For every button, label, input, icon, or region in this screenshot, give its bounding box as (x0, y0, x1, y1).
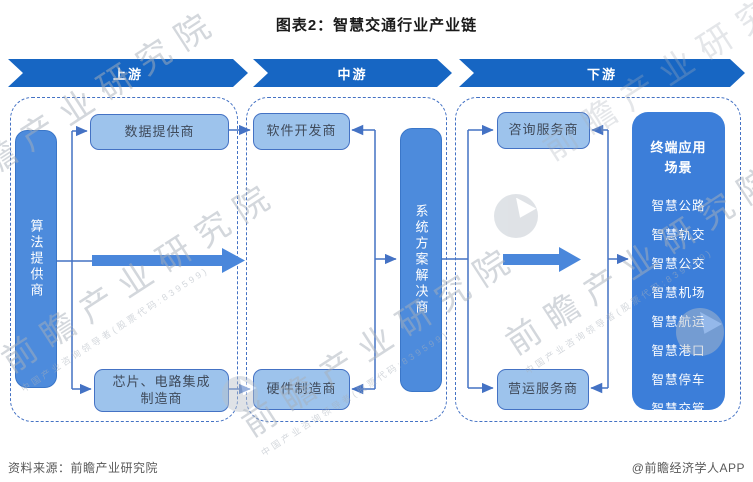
data-provider-label: 数据提供商 (124, 123, 195, 139)
banner-upstream-label: 上游 (112, 66, 143, 82)
operating-service-label: 营运服务商 (507, 381, 578, 397)
list-item: 智慧公交 (651, 257, 706, 272)
software-developer-box: 软件开发商 (253, 113, 350, 150)
credit-note: @前瞻经济学人APP (631, 461, 745, 475)
page-title: 图表2：智慧交通行业产业链 (275, 17, 478, 34)
operating-service-box: 营运服务商 (497, 369, 589, 410)
terminal-application-list: 智慧公路 智慧轨交 智慧公交 智慧机场 智慧航运 智慧港口 智慧停车 智慧交管 (651, 192, 705, 424)
chip-maker-box: 芯片、电路集成制造商 (94, 369, 229, 412)
hardware-maker-box: 硬件制造商 (253, 369, 350, 410)
banner-midstream-label: 中游 (337, 66, 368, 82)
banner-downstream-label: 下游 (586, 66, 617, 82)
system-solution-bar: 系统方案解决商 (400, 128, 442, 392)
data-provider-box: 数据提供商 (90, 114, 229, 150)
list-item: 智慧港口 (651, 344, 706, 359)
terminal-application-title: 终端应用场景 (650, 140, 707, 176)
banner-midstream: 中游 (253, 59, 452, 87)
algorithm-provider-bar: 算法提供商 (15, 130, 57, 388)
hardware-maker-label: 硬件制造商 (266, 381, 337, 397)
list-item: 智慧轨交 (651, 228, 706, 243)
terminal-application-box: 终端应用场景 智慧公路 智慧轨交 智慧公交 智慧机场 智慧航运 智慧港口 智慧停… (632, 112, 725, 416)
list-item: 智慧停车 (651, 373, 706, 388)
banner-downstream: 下游 (459, 59, 745, 87)
software-developer-label: 软件开发商 (266, 123, 337, 139)
system-solution-label: 系统方案解决商 (413, 204, 429, 316)
list-item: 智慧航运 (651, 315, 706, 330)
source-note: 资料来源：前瞻产业研究院 (8, 461, 159, 475)
banner-upstream: 上游 (8, 59, 248, 87)
consulting-service-label: 咨询服务商 (508, 122, 579, 138)
list-item: 智慧交管 (651, 402, 706, 417)
list-item: 智慧公路 (651, 199, 706, 214)
algorithm-provider-label: 算法提供商 (28, 219, 44, 299)
consulting-service-box: 咨询服务商 (497, 112, 590, 149)
chip-maker-label: 芯片、电路集成制造商 (112, 374, 211, 406)
list-item: 智慧机场 (651, 286, 706, 301)
